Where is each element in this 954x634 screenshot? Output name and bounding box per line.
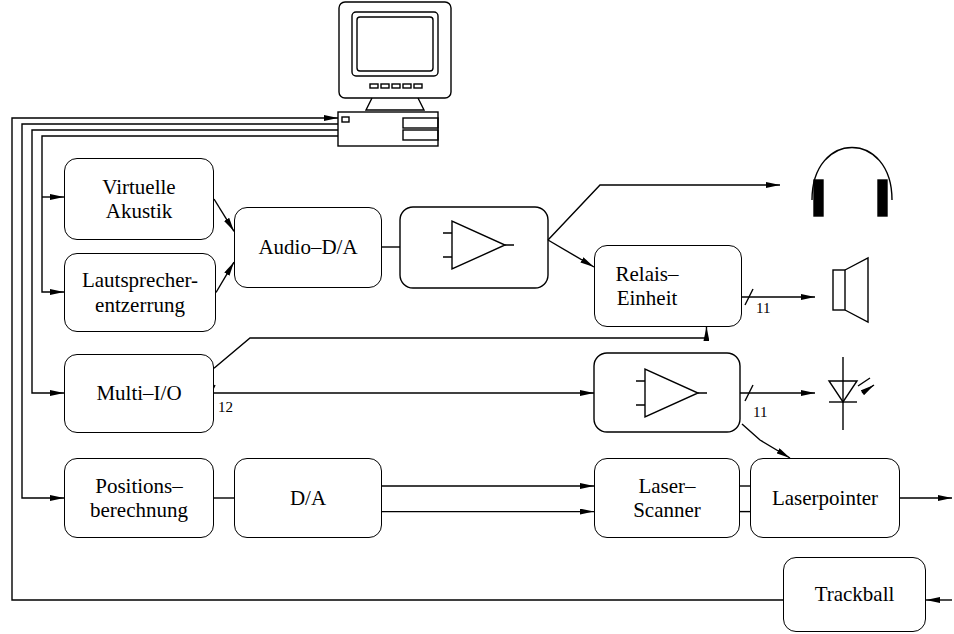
power-led: [342, 117, 349, 122]
speaker-cone: [845, 258, 868, 322]
amplifier-symbol: [452, 221, 505, 269]
amplifier-pins: [636, 381, 707, 405]
box-label: Positions– berechnung: [79, 474, 199, 522]
bus-width-label: 12: [217, 400, 234, 415]
signal-connector: [382, 511, 594, 512]
process-box: Multi–I/O: [64, 354, 214, 433]
relay-input-wire: [548, 240, 594, 267]
process-box: D/A: [234, 458, 382, 538]
box-label: Relais– Einheit: [603, 262, 691, 310]
signal-connector: [740, 485, 750, 486]
process-box: Virtuelle Akustik: [64, 158, 214, 240]
box-label: Audio–D/A: [258, 235, 357, 259]
drive-slot: [403, 118, 438, 128]
box-label: Laserpointer: [772, 486, 878, 510]
monitor-button: [414, 84, 422, 88]
laser-beam-arrow: [900, 497, 952, 498]
box-label: Trackball: [815, 582, 895, 606]
led-diode: [829, 381, 857, 402]
box-label: D/A: [290, 486, 326, 510]
headphone-wire: [548, 185, 780, 240]
box-label: Virtuelle Akustik: [84, 175, 194, 223]
signal-connector: [214, 497, 234, 498]
process-box: Relais– Einheit: [594, 245, 742, 327]
bus-width-label: 11: [755, 301, 771, 316]
amplifier-pins: [443, 233, 514, 257]
led-lead: [842, 357, 843, 430]
process-box: Trackball: [783, 557, 926, 632]
process-box: Lautsprecher- entzerrung: [64, 253, 216, 332]
bus-slash: [745, 385, 753, 401]
led-light-rays: [858, 378, 874, 393]
amplifier-symbol: [645, 369, 698, 417]
laser-power-wire: [742, 424, 790, 458]
process-box: Positions– berechnung: [64, 458, 214, 538]
monitor-stand: [366, 98, 424, 110]
process-box: Audio–D/A: [234, 207, 382, 288]
speaker-wire: [740, 296, 815, 297]
audio-wire: [382, 246, 400, 247]
speaker-magnet: [833, 270, 845, 310]
signal-connector: [216, 262, 234, 292]
monitor-button: [370, 84, 378, 88]
signal-connector: [214, 327, 706, 368]
signal-connector: [740, 511, 750, 512]
headphone-earpad: [814, 180, 823, 216]
monitor-screen: [352, 12, 438, 76]
box-label: Laser– Scanner: [617, 474, 717, 522]
process-box: Laser– Scanner: [594, 458, 740, 538]
box-label: Lautsprecher- entzerrung: [72, 268, 208, 316]
monitor-button: [392, 84, 400, 88]
process-box: Laserpointer: [750, 458, 900, 538]
computer-wire: [42, 196, 64, 197]
amplifier-box: [400, 207, 548, 288]
computer-wire: [22, 124, 338, 498]
bus-width-label: 11: [752, 405, 768, 420]
monitor-screen-inner: [357, 17, 433, 71]
monitor: [339, 2, 451, 98]
led-wire: [740, 392, 815, 393]
io-bus-wire: [214, 392, 594, 393]
box-label: Multi–I/O: [96, 381, 181, 405]
headphone-earpad: [878, 180, 887, 216]
trackball-input-arrow: [926, 599, 952, 600]
drive-slot: [403, 130, 438, 140]
monitor-button: [381, 84, 389, 88]
bus-slash: [745, 289, 753, 305]
signal-connector: [214, 199, 234, 231]
trackball-wire: [12, 118, 783, 600]
led-bar: [829, 401, 857, 402]
amplifier-box: [594, 353, 740, 432]
signal-connector: [382, 485, 594, 486]
monitor-button: [403, 84, 411, 88]
computer-case: [338, 112, 438, 146]
